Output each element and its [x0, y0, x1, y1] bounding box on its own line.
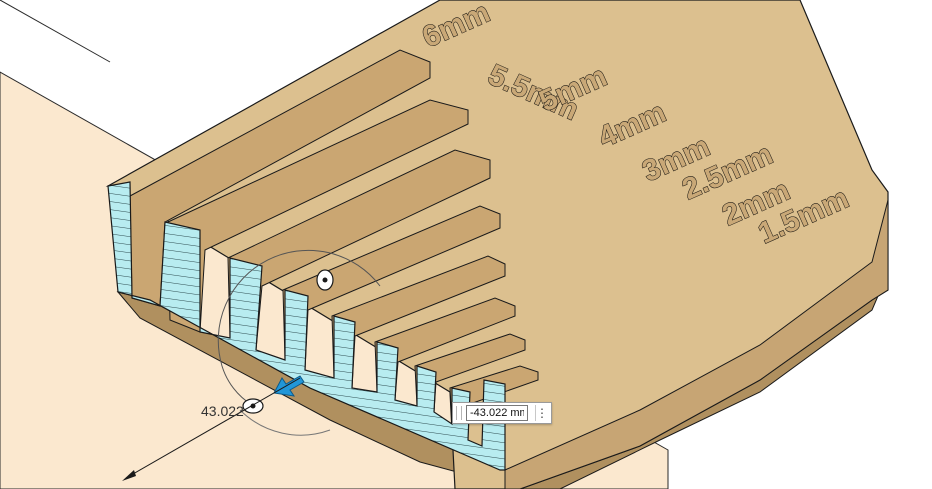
blue-move-arrow-icon[interactable]: [273, 375, 305, 397]
drag-grip-icon[interactable]: [456, 406, 462, 420]
distance-input[interactable]: [466, 405, 528, 421]
distance-input-box[interactable]: ⋮: [452, 402, 552, 424]
rotate-handle-icon[interactable]: [316, 269, 334, 291]
part-right-face: [504, 192, 889, 489]
angle-readout: 43.022: [201, 403, 244, 419]
section-cut-face[interactable]: [107, 181, 506, 471]
more-options-icon[interactable]: ⋮: [535, 405, 548, 421]
section-plane-edge: [0, 0, 111, 63]
slot-channels: [129, 49, 539, 431]
move-direction-axis: [122, 377, 301, 481]
